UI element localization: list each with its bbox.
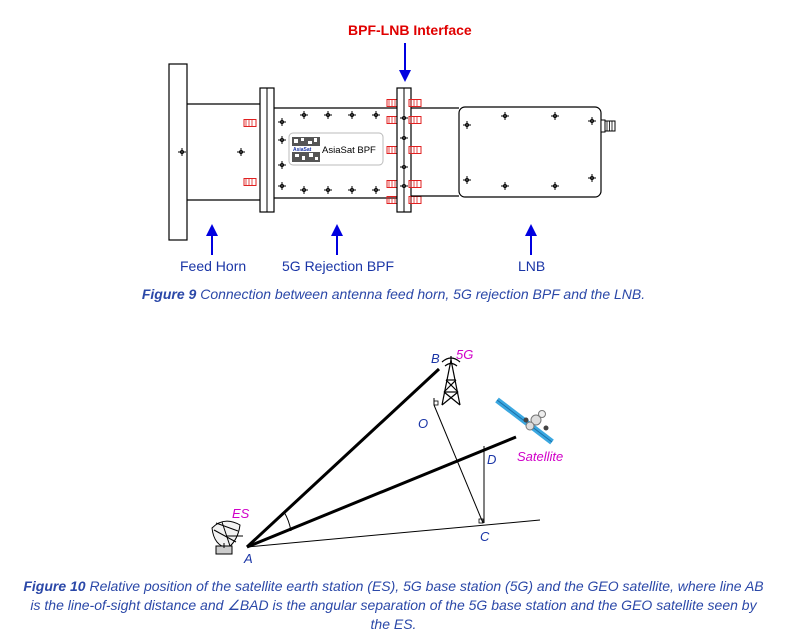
- lnb-arrow-icon: [525, 224, 537, 255]
- feed-horn: [168, 63, 260, 241]
- filter-plate-text: AsiaSat BPF: [322, 145, 376, 156]
- figure-9-caption-text: Connection between antenna feed horn, 5G…: [196, 286, 646, 302]
- lnb: [411, 106, 616, 198]
- bpf-label: 5G Rejection BPF: [282, 258, 395, 274]
- satellite-dish-icon: [211, 520, 243, 555]
- line-ad: [246, 435, 517, 549]
- connector-icon: [600, 119, 616, 133]
- figure-9-number: Figure 9: [141, 286, 197, 302]
- figure-10-caption-line3: the ES.: [370, 616, 417, 632]
- point-o-label: O: [418, 416, 428, 431]
- asiasat-logo: AsiaSat: [293, 147, 312, 153]
- 5g-label: 5G: [456, 347, 473, 362]
- line-ab: [245, 367, 441, 549]
- figure-10-caption-line1: Relative position of the satellite earth…: [85, 578, 764, 594]
- screw-icon: [243, 119, 257, 127]
- bpf-arrow-icon: [331, 224, 343, 255]
- line-ac: [246, 519, 541, 548]
- flange-right: [396, 87, 422, 213]
- figure-10-caption: Figure 10 Relative position of the satel…: [0, 577, 787, 634]
- qr-code-icon: [292, 137, 320, 162]
- es-label: ES: [232, 506, 250, 521]
- figure-9-diagram: AsiaSat AsiaSat BPF: [168, 43, 616, 255]
- screw-icon: [243, 178, 257, 186]
- figure-10-caption-line2: is the line-of-sight distance and ∠BAD i…: [30, 597, 757, 613]
- figure-10-diagram: B 5G O D Satellite C ES A: [211, 347, 563, 566]
- satellite-icon: [495, 397, 554, 445]
- point-b-label: B: [431, 351, 440, 366]
- figure-9-caption: Figure 9 Connection between antenna feed…: [0, 285, 787, 304]
- flange-left: [259, 87, 275, 213]
- interface-arrow-icon: [399, 43, 411, 82]
- point-c-label: C: [480, 529, 490, 544]
- bolt-icon: [236, 147, 246, 157]
- point-d-label: D: [487, 452, 496, 467]
- feed-horn-arrow-icon: [206, 224, 218, 255]
- cell-tower-icon: [441, 356, 461, 406]
- figure-10-number: Figure 10: [23, 578, 86, 594]
- satellite-label: Satellite: [517, 449, 563, 464]
- point-a-label: A: [243, 551, 253, 566]
- lnb-label: LNB: [518, 258, 546, 274]
- rejection-bpf: AsiaSat AsiaSat BPF: [274, 99, 400, 204]
- bpf-lnb-interface-label: BPF-LNB Interface: [348, 22, 472, 38]
- feed-horn-label: Feed Horn: [180, 258, 247, 274]
- line-oc: [433, 404, 484, 524]
